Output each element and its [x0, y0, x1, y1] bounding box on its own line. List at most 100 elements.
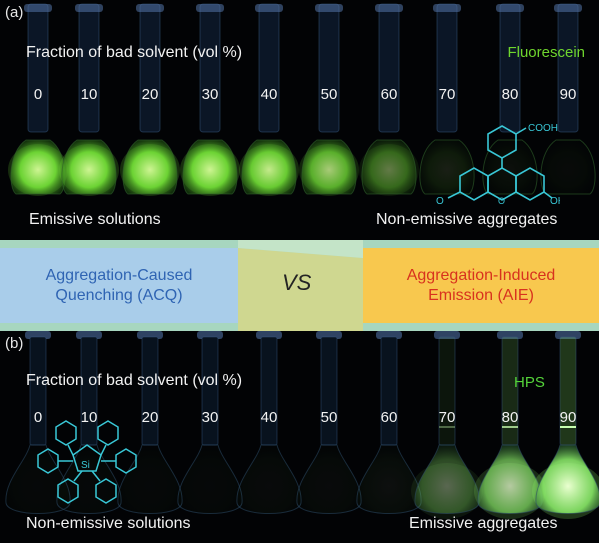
acq-line-1: Aggregation-Caused: [45, 266, 193, 284]
fraction-tick-30: 30: [201, 409, 219, 426]
flask-b-90: [535, 444, 599, 514]
flask-b-cap: [137, 331, 163, 339]
flask-a-neck: [139, 3, 161, 133]
acq-box: Aggregation-Caused Quenching (ACQ): [0, 248, 238, 323]
flask-b-cap: [376, 331, 402, 339]
cooh-label: COOH: [528, 123, 558, 134]
fraction-tick-50: 50: [320, 409, 338, 426]
flask-b-cap: [256, 331, 282, 339]
non-emissive-aggregates-caption: Non-emissive aggregates: [376, 211, 558, 228]
flask-a-cap: [255, 4, 283, 12]
panel-b-fraction-ticks: 0 10 20 30 40 50 60 70 80 90: [0, 409, 599, 429]
flask-a-neck: [199, 3, 221, 133]
fraction-tick-50: 50: [320, 86, 338, 103]
acq-vs-aie-band: Aggregation-Caused Quenching (ACQ) VS Ag…: [0, 240, 599, 331]
flask-a-80: [482, 139, 538, 195]
flask-b-cap: [434, 331, 460, 339]
flask-a-60: [361, 139, 417, 195]
flask-b-20: [117, 444, 183, 514]
fraction-tick-40: 40: [260, 86, 278, 103]
flask-a-neck: [499, 3, 521, 133]
fraction-tick-80: 80: [501, 409, 519, 426]
flask-a-neck: [557, 3, 579, 133]
flask-b-30: [177, 444, 243, 514]
fraction-tick-30: 30: [201, 86, 219, 103]
panel-b-fraction-title: Fraction of bad solvent (vol %): [26, 372, 243, 389]
si-label: Si: [81, 460, 90, 471]
aie-box: Aggregation-Induced Emission (AIE): [363, 248, 599, 323]
flask-b-40: [236, 444, 302, 514]
flask-b-cap: [25, 331, 51, 339]
flask-a-cap: [315, 4, 343, 12]
fraction-tick-10: 10: [80, 409, 98, 426]
flask-a-30: [182, 139, 238, 195]
flask-a-cap: [375, 4, 403, 12]
flask-a-10: [61, 139, 117, 195]
panel-a-label: (a): [5, 4, 24, 21]
flask-a-neck: [436, 3, 458, 133]
flask-b-cap: [76, 331, 102, 339]
fraction-tick-60: 60: [380, 409, 398, 426]
oxo-label: O: [436, 196, 444, 207]
non-emissive-solutions-caption: Non-emissive solutions: [26, 515, 191, 532]
fraction-tick-60: 60: [380, 86, 398, 103]
panel-a-fraction-ticks: 0 10 20 30 40 50 60 70 80 90: [0, 86, 599, 106]
fraction-tick-90: 90: [559, 86, 577, 103]
acq-line-2: Quenching (ACQ): [55, 286, 183, 304]
hps-label: HPS: [514, 374, 545, 391]
flask-a-neck: [27, 3, 49, 133]
flask-a-0: [10, 139, 66, 195]
flask-a-cap: [136, 4, 164, 12]
aie-line-2: Emission (AIE): [428, 286, 534, 304]
flask-a-cap: [75, 4, 103, 12]
fraction-tick-40: 40: [260, 409, 278, 426]
fraction-tick-70: 70: [438, 409, 456, 426]
band-wedge: [238, 240, 363, 331]
fluorescein-label: Fluorescein: [507, 44, 585, 61]
hydroxyl-label: OH: [550, 196, 560, 207]
fraction-tick-20: 20: [141, 409, 159, 426]
flask-a-cap: [433, 4, 461, 12]
flask-a-neck: [258, 3, 280, 133]
flask-b-80: [477, 444, 543, 514]
fraction-tick-10: 10: [80, 86, 98, 103]
flask-a-cap: [196, 4, 224, 12]
fraction-tick-0: 0: [33, 86, 43, 103]
panel-a-fluorescein: (a) Fraction of bad solvent (vol %) Fluo…: [0, 0, 599, 240]
flask-row-a: [8, 3, 596, 196]
flask-a-cap: [554, 4, 582, 12]
panel-a-fraction-title: Fraction of bad solvent (vol %): [26, 44, 243, 61]
flask-b-70: [414, 444, 480, 514]
flask-row-b: [5, 331, 599, 519]
vs-label: VS: [282, 270, 312, 295]
fraction-tick-70: 70: [438, 86, 456, 103]
flask-a-20: [122, 139, 178, 195]
fraction-tick-0: 0: [33, 409, 43, 426]
aie-line-1: Aggregation-Induced: [406, 266, 556, 284]
flask-a-40: [241, 139, 297, 195]
flask-b-60: [356, 444, 422, 514]
flask-b-cap: [316, 331, 342, 339]
flask-a-neck: [378, 3, 400, 133]
fraction-tick-90: 90: [559, 409, 577, 426]
emissive-aggregates-caption: Emissive aggregates: [409, 515, 558, 532]
flask-b-cap: [197, 331, 223, 339]
fraction-tick-80: 80: [501, 86, 519, 103]
fraction-tick-20: 20: [141, 86, 159, 103]
fluorescein-structure-icon: COOH O O OH: [436, 123, 560, 207]
flask-b-cap: [497, 331, 523, 339]
panel-b-label: (b): [5, 335, 24, 352]
flask-a-90: [540, 139, 596, 195]
flask-a-cap: [24, 4, 52, 12]
ring-oxygen-label: O: [498, 196, 505, 206]
flask-a-neck: [78, 3, 100, 133]
emissive-solutions-caption: Emissive solutions: [29, 211, 161, 228]
hps-structure-icon: Si: [37, 420, 137, 504]
flask-b-10: [56, 444, 122, 514]
flask-a-neck: [318, 3, 340, 133]
flask-a-cap: [496, 4, 524, 12]
flask-b-cap: [555, 331, 581, 339]
panel-b-hps: (b) Fraction of bad solvent (vol %) HPS …: [0, 331, 599, 543]
flask-a-50: [301, 139, 357, 195]
flask-b-50: [296, 444, 362, 514]
